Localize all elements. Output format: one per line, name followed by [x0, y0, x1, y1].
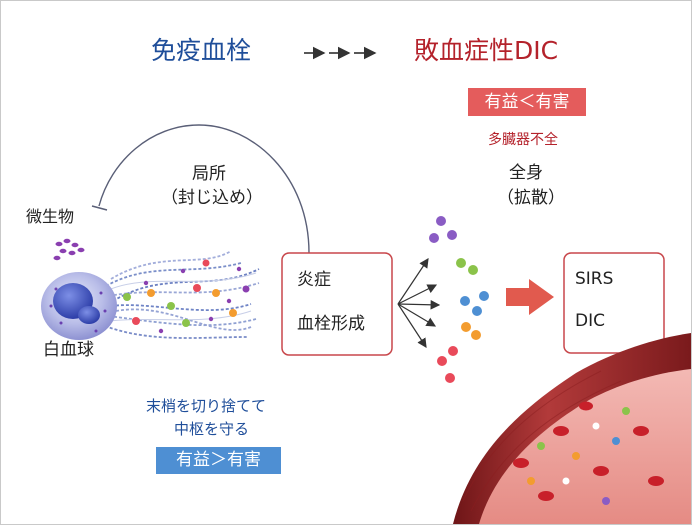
inflammation-box — [281, 252, 393, 356]
inflammation-label: 炎症 — [297, 270, 331, 290]
dissemination-label: （拡散） — [497, 188, 565, 208]
sirs-dic-box — [563, 252, 665, 354]
benefit-greater-badge: 有益＞有害 — [156, 447, 281, 474]
microbe-label: 微生物 — [26, 207, 75, 226]
immunothrombosis-title: 免疫血栓 — [151, 36, 252, 65]
dispersed-particles — [429, 216, 489, 383]
progression-block-arrow — [506, 279, 554, 315]
sacrifice-periphery-note: 末梢を切り捨てて — [146, 397, 267, 415]
sirs-label: SIRS — [575, 269, 614, 289]
organ-failure-label: 多臓器不全 — [488, 132, 558, 148]
spread-arrows — [397, 258, 441, 349]
inhibition-arc — [91, 124, 310, 254]
septic-dic-title: 敗血症性DIC — [414, 36, 559, 65]
local-label: 局所 — [192, 164, 226, 184]
neutrophil-net-illustration — [41, 250, 260, 340]
leukocyte-label: 白血球 — [43, 340, 94, 360]
protect-center-note: 中枢を守る — [174, 420, 250, 438]
containment-label: （封じ込め） — [161, 188, 263, 208]
thrombus-formation-label: 血栓形成 — [297, 314, 365, 334]
microbe-icon — [53, 238, 85, 261]
systemic-label: 全身 — [509, 163, 543, 183]
blood-vessel-illustration — [453, 333, 691, 524]
dic-label: DIC — [575, 311, 605, 331]
harm-greater-badge: 有益＜有害 — [468, 88, 586, 116]
